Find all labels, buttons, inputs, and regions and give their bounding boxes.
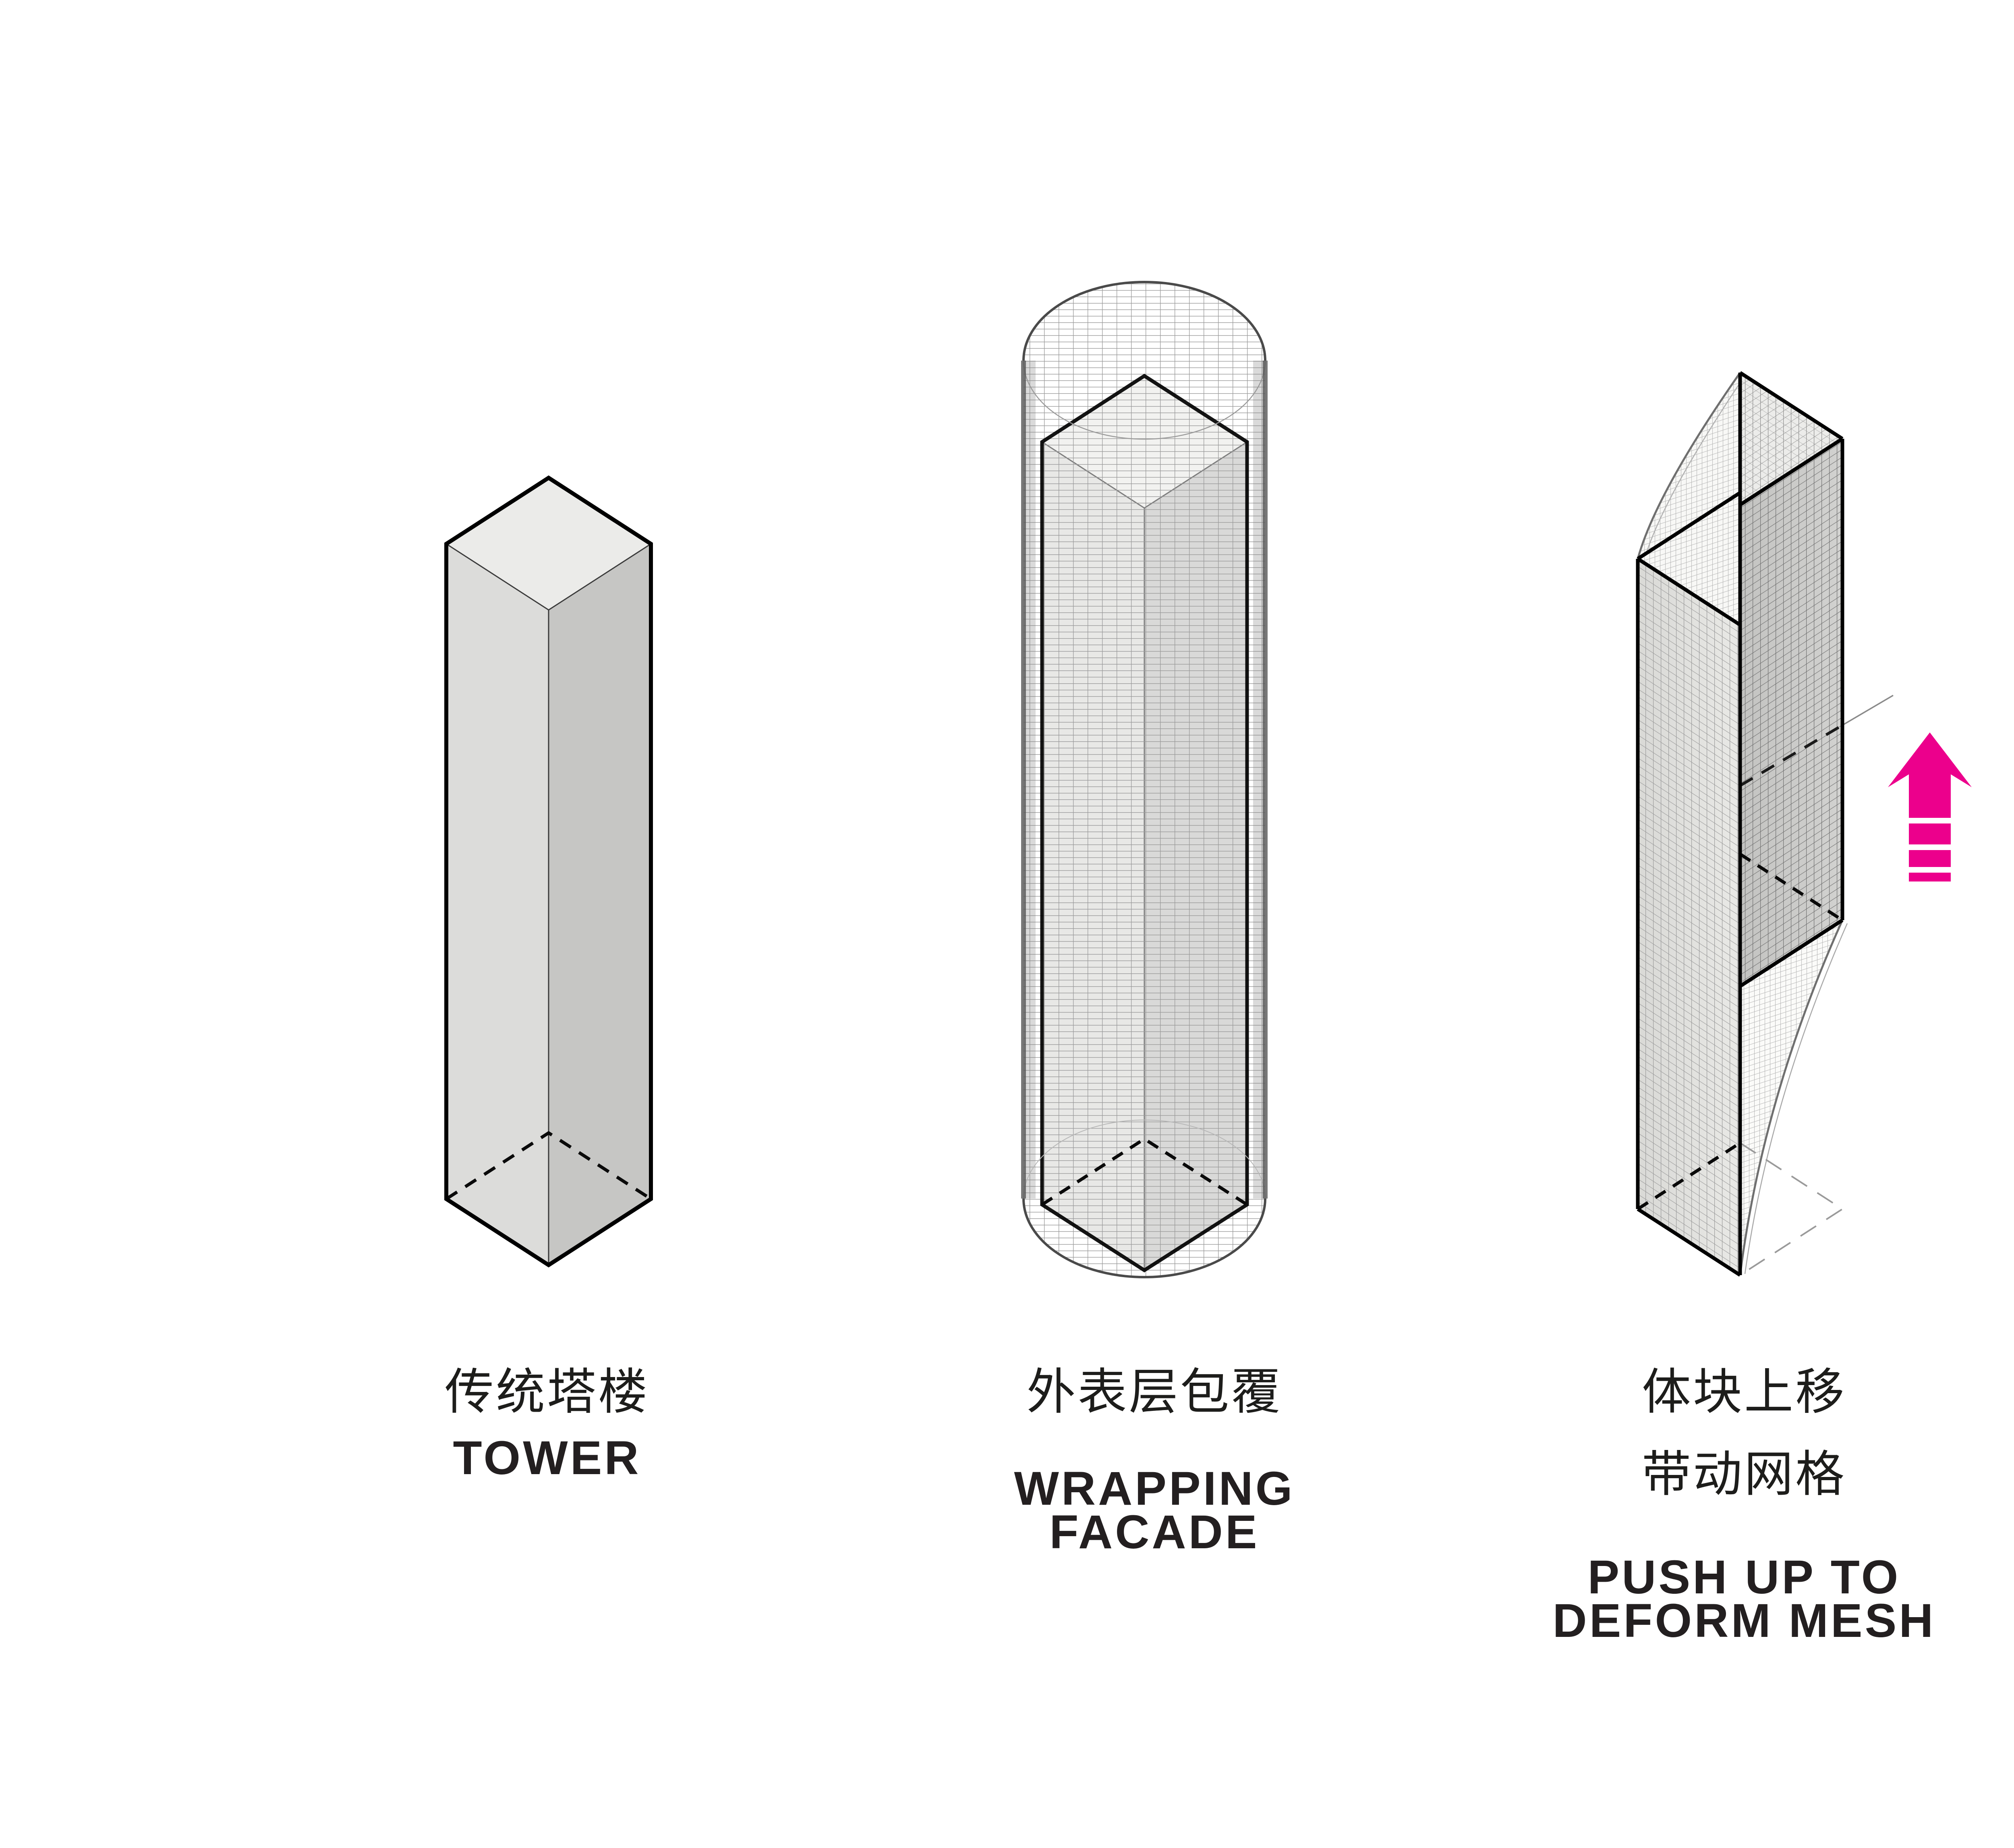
step2-caption-en-2: FACADE: [1049, 1506, 1260, 1559]
step2-caption-zh: 外表层包覆: [1026, 1365, 1283, 1419]
up-arrow-icon: [1888, 732, 1972, 881]
figure-wrapping-facade: [1021, 281, 1268, 1278]
tower-right-face: [549, 544, 651, 1265]
cylinder-top-rim: [1022, 281, 1266, 361]
tower-outline: [444, 475, 653, 1267]
tower-hidden-bottom-edges: [445, 1131, 652, 1201]
cylinder-bottom-rim: [1022, 1198, 1266, 1278]
ghost-footprint: [1739, 1142, 1844, 1276]
deformed-tower-edges: [1636, 371, 1844, 1277]
step3-caption-en-1: PUSH UP TO: [1587, 1551, 1901, 1604]
split-plane-line: [1739, 724, 1843, 787]
step1-caption-zh: 传统塔楼: [445, 1365, 649, 1419]
figure-push-up-to-deform-mesh: [1636, 371, 1972, 1277]
figure-tower: [444, 475, 653, 1267]
step3-caption-en-2: DEFORM MESH: [1552, 1594, 1936, 1647]
step3-caption-zh-1: 体块上移: [1642, 1365, 1846, 1419]
step2-caption-en-1: WRAPPING: [1014, 1462, 1295, 1515]
tower-left-face: [446, 544, 549, 1265]
step3-caption-zh-2: 带动网格: [1642, 1447, 1846, 1502]
step1-caption-en: TOWER: [453, 1431, 641, 1485]
